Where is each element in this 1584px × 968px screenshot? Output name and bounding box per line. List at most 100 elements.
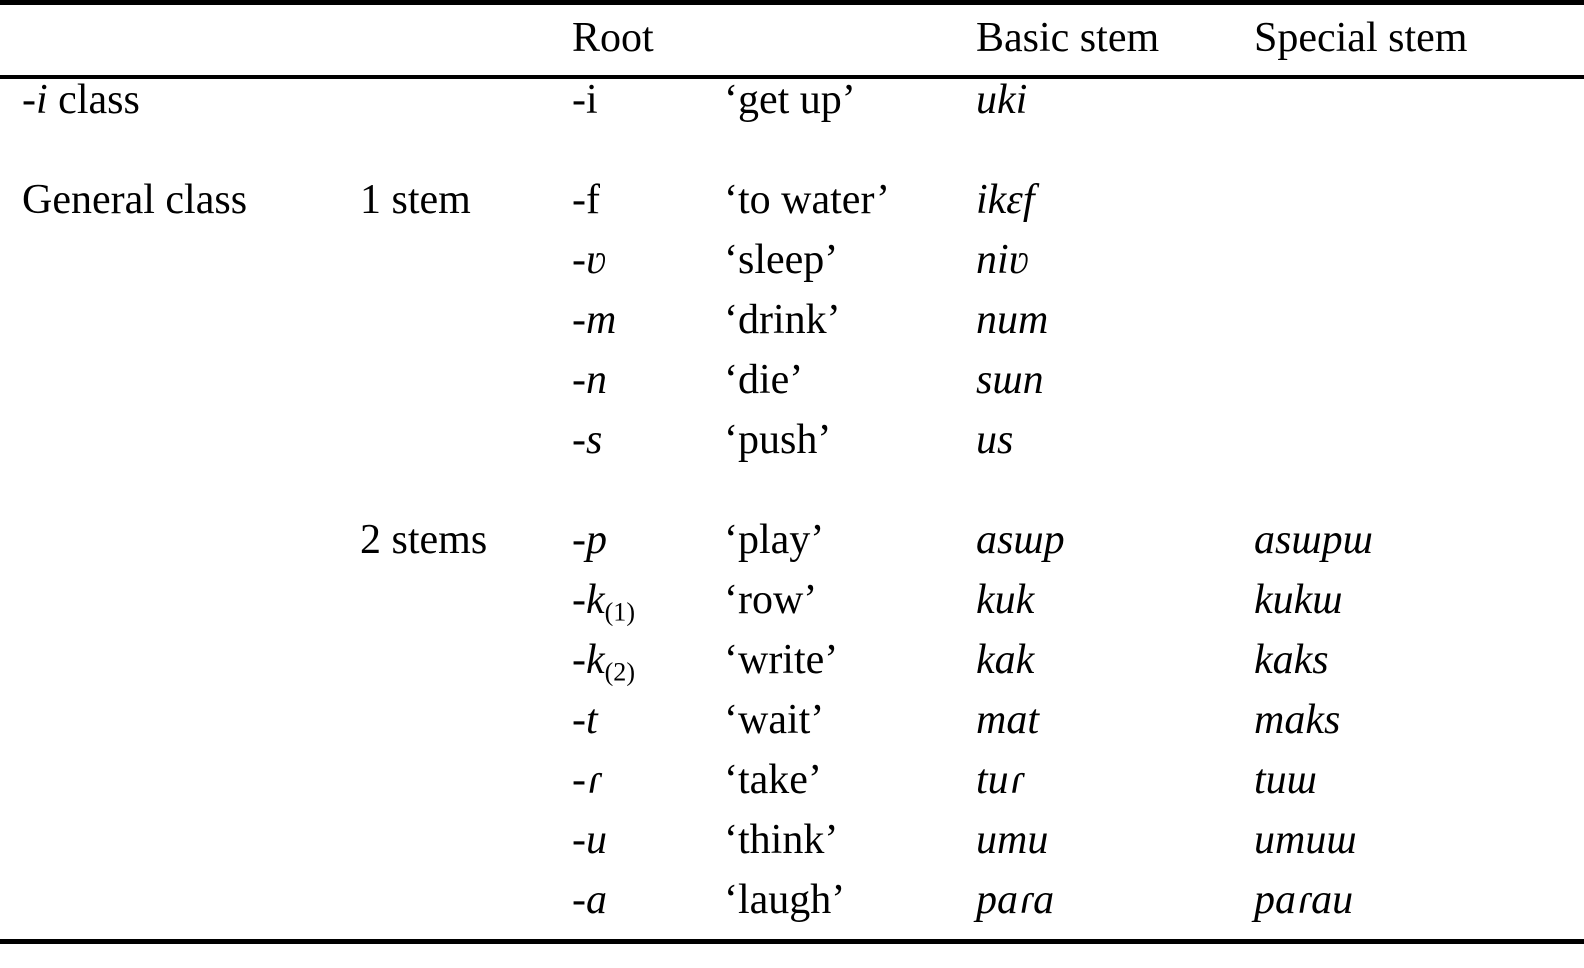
cell-special-stem xyxy=(1254,179,1584,239)
cell-basic-stem: kak xyxy=(976,637,1035,683)
cell-basic-stem: us xyxy=(976,417,1014,463)
cell-special-stem xyxy=(1254,239,1584,299)
cell-root: -a xyxy=(572,877,607,923)
cell-basic-stem: num xyxy=(976,297,1049,343)
cell-class-label xyxy=(0,359,360,419)
table-row: -k(1) ‘row’ kuk kukɯ xyxy=(0,579,1584,639)
cell-subclass-label xyxy=(360,79,572,139)
cell-root: -i xyxy=(572,77,598,123)
cell-gloss: ‘play’ xyxy=(724,517,825,563)
table-row: -s ‘push’ us xyxy=(0,419,1584,479)
table-header: Root Basic stem Special stem xyxy=(0,0,1584,81)
cell-special-stem: paɾau xyxy=(1254,877,1354,923)
cell-subclass-label xyxy=(360,239,572,299)
cell-class-label: -i class xyxy=(22,77,140,123)
cell-root: -p xyxy=(572,517,607,563)
cell-special-stem xyxy=(1254,359,1584,419)
rule-bottom xyxy=(0,939,1584,946)
cell-basic-stem: niʋ xyxy=(976,237,1030,283)
cell-gloss: ‘drink’ xyxy=(724,297,841,343)
class-label-italic-part: i xyxy=(36,77,48,123)
cell-basic-stem: uki xyxy=(976,77,1028,123)
cell-root: -k(1) xyxy=(572,577,635,627)
cell-gloss: ‘write’ xyxy=(724,637,839,683)
cell-subclass-label xyxy=(360,359,572,419)
cell-gloss: ‘to water’ xyxy=(724,177,890,223)
table-row: -m ‘drink’ num xyxy=(0,299,1584,359)
cell-gloss: ‘get up’ xyxy=(724,77,856,123)
header-subclass xyxy=(360,5,572,77)
cell-special-stem: kukɯ xyxy=(1254,577,1343,623)
cell-subclass-label xyxy=(360,819,572,879)
header-root: Root xyxy=(572,15,654,61)
cell-gloss: ‘push’ xyxy=(724,417,832,463)
cell-special-stem: kaks xyxy=(1254,637,1329,683)
cell-basic-stem: mat xyxy=(976,697,1039,743)
cell-root: -ʋ xyxy=(572,237,607,283)
cell-gloss: ‘row’ xyxy=(724,577,818,623)
rule-top xyxy=(0,0,1584,7)
cell-special-stem xyxy=(1254,299,1584,359)
cell-subclass-label xyxy=(360,699,572,759)
table-row: -ʋ ‘sleep’ niʋ xyxy=(0,239,1584,299)
cell-root: -u xyxy=(572,817,607,863)
cell-root: -s xyxy=(572,417,603,463)
cell-special-stem: tuɯ xyxy=(1254,757,1317,803)
cell-basic-stem: tuɾ xyxy=(976,757,1024,803)
cell-class-label xyxy=(0,639,360,699)
cell-root: -f xyxy=(572,177,600,223)
cell-basic-stem: asɯp xyxy=(976,517,1065,563)
cell-special-stem: umuɯ xyxy=(1254,817,1357,863)
cell-basic-stem: kuk xyxy=(976,577,1035,623)
cell-gloss: ‘die’ xyxy=(724,357,804,403)
cell-subclass-label xyxy=(360,419,572,479)
header-gloss xyxy=(724,5,976,77)
cell-special-stem xyxy=(1254,419,1584,479)
header-class xyxy=(0,5,360,77)
group-spacer-row xyxy=(0,139,1584,179)
cell-root: -n xyxy=(572,357,607,403)
table-footer xyxy=(0,939,1584,946)
cell-special-stem: maks xyxy=(1254,697,1341,743)
cell-class-label: General class xyxy=(22,177,248,223)
cell-gloss: ‘laugh’ xyxy=(724,877,846,923)
cell-root: -t xyxy=(572,697,598,743)
cell-class-label xyxy=(0,519,360,579)
header-special-stem: Special stem xyxy=(1254,15,1468,61)
table-row: -i class -i ‘get up’ uki xyxy=(0,79,1584,139)
cell-basic-stem: umu xyxy=(976,817,1049,863)
group-spacer-row xyxy=(0,479,1584,519)
cell-class-label xyxy=(0,579,360,639)
cell-basic-stem: sɯn xyxy=(976,357,1044,403)
table-row: -n ‘die’ sɯn xyxy=(0,359,1584,419)
root-subscript: (1) xyxy=(604,597,635,627)
cell-class-label xyxy=(0,419,360,479)
cell-basic-stem: paɾa xyxy=(976,877,1055,923)
cell-class-label xyxy=(0,759,360,819)
cell-class-label xyxy=(0,879,360,942)
cell-gloss: ‘sleep’ xyxy=(724,237,839,283)
cell-gloss: ‘take’ xyxy=(724,757,822,803)
cell-class-label xyxy=(0,239,360,299)
cell-gloss: ‘think’ xyxy=(724,817,839,863)
cell-root: -m xyxy=(572,297,617,343)
cell-subclass-label xyxy=(360,879,572,942)
cell-root: -ɾ xyxy=(572,757,602,803)
cell-subclass-label: 2 stems xyxy=(360,517,488,563)
cell-subclass-label xyxy=(360,299,572,359)
cell-subclass-label xyxy=(360,759,572,819)
cell-subclass-label: 1 stem xyxy=(360,177,471,223)
table-row: -u ‘think’ umu umuɯ xyxy=(0,819,1584,879)
cell-basic-stem: ikɛf xyxy=(976,177,1035,223)
cell-class-label xyxy=(0,699,360,759)
cell-class-label xyxy=(0,819,360,879)
table-row: -k(2) ‘write’ kak kaks xyxy=(0,639,1584,699)
verb-class-stem-table: Root Basic stem Special stem -i class -i ‘… xyxy=(0,0,1584,946)
header-row: Root Basic stem Special stem xyxy=(0,5,1584,77)
cell-root: -k(2) xyxy=(572,637,635,687)
header-basic-stem: Basic stem xyxy=(976,15,1160,61)
